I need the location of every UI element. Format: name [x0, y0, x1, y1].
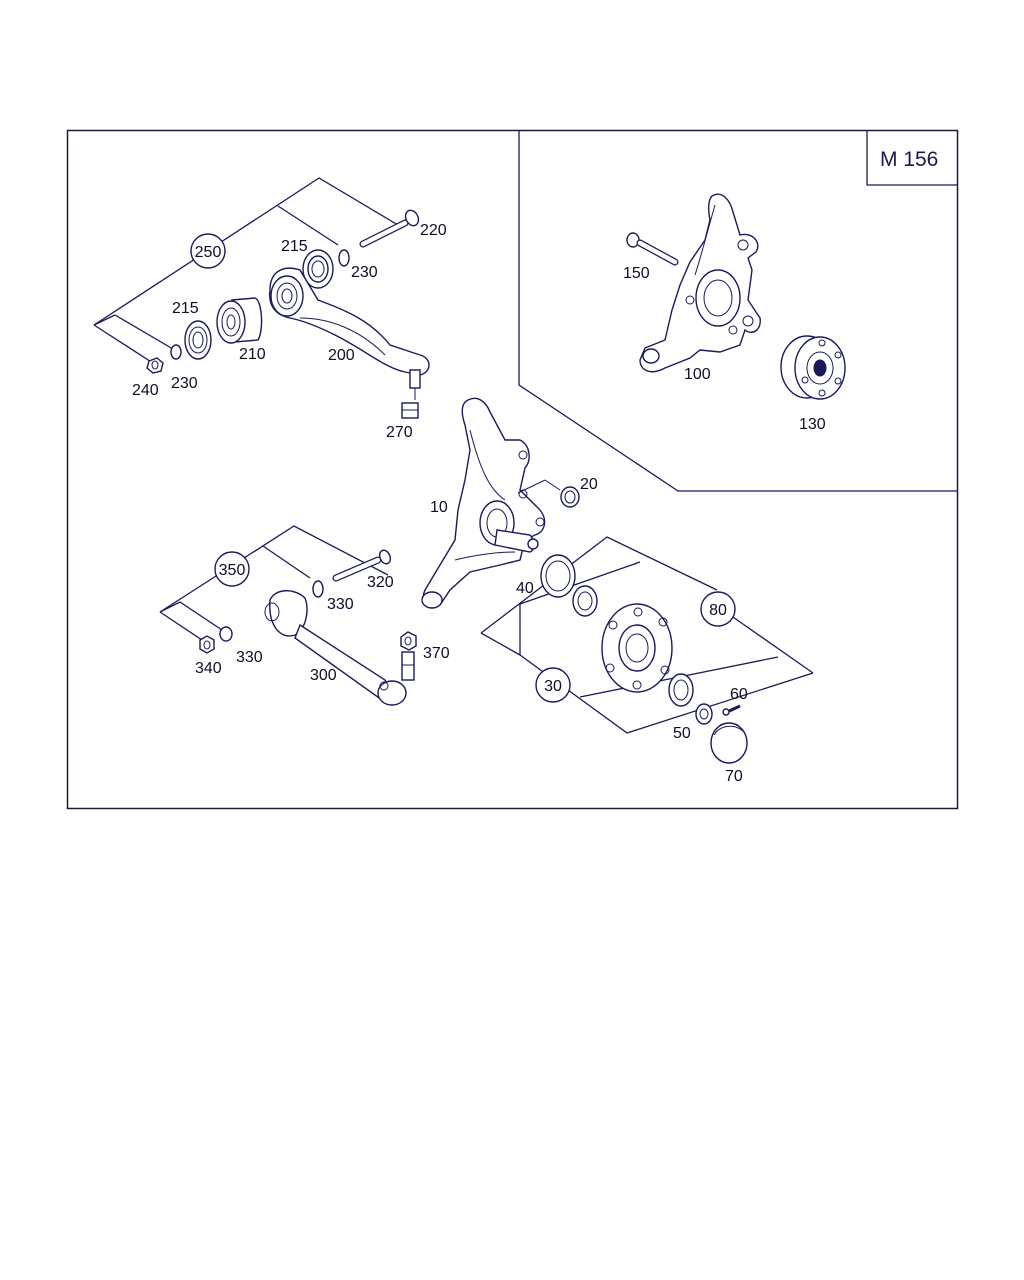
inset-panel-border	[518, 130, 957, 492]
label-330-upper: 330	[327, 596, 354, 613]
ref-circle-350	[214, 551, 250, 587]
nut-50	[695, 703, 713, 725]
label-300: 300	[310, 667, 337, 684]
seal-40	[540, 554, 576, 598]
washer-230-upper	[338, 249, 350, 267]
nut-370	[400, 631, 417, 651]
washer-230-lower	[170, 344, 182, 360]
label-220: 220	[420, 222, 447, 239]
upper-arm-group: 250	[93, 177, 430, 419]
label-215-upper: 215	[281, 238, 308, 255]
label-330-lower: 330	[236, 649, 263, 666]
label-150: 150	[623, 265, 650, 282]
label-230-lower: 230	[171, 375, 198, 392]
label-270: 270	[386, 424, 413, 441]
lower-arm-group: 350	[159, 525, 417, 706]
diagram-code: M 156	[880, 148, 938, 171]
diagram-frame	[66, 129, 959, 810]
bolt-320	[332, 549, 392, 582]
label-40: 40	[516, 580, 534, 597]
bolt-150	[626, 232, 679, 266]
ref-label-350: 350	[219, 562, 246, 579]
bushing-210	[216, 297, 263, 344]
cap-70	[710, 722, 748, 764]
label-130: 130	[799, 416, 826, 433]
label-320: 320	[367, 574, 394, 591]
bearing-inner	[572, 585, 598, 617]
label-50: 50	[673, 725, 691, 742]
part-labels: 220 215 230 215 210 200 240 230 270 10 2…	[132, 222, 826, 785]
ref-circle-250	[190, 233, 226, 269]
bushing-215-upper	[302, 249, 334, 289]
label-210: 210	[239, 346, 266, 363]
label-70: 70	[725, 768, 743, 785]
label-20: 20	[580, 476, 598, 493]
nut-240	[146, 357, 164, 374]
control-arm-300	[264, 590, 415, 706]
label-200: 200	[328, 347, 355, 364]
washer-330-lower	[219, 626, 233, 642]
label-370: 370	[423, 645, 450, 662]
ref-label-30: 30	[544, 678, 562, 695]
label-240: 240	[132, 382, 159, 399]
wheel-hub-130	[780, 335, 846, 400]
label-215-lower: 215	[172, 300, 199, 317]
control-arm-200	[268, 267, 430, 400]
steering-knuckle-10	[421, 397, 546, 609]
sleeve-20	[560, 486, 580, 508]
ref-circle-30	[535, 667, 571, 703]
label-230-upper: 230	[351, 264, 378, 281]
pin-60	[722, 704, 741, 716]
ref-label-250: 250	[195, 244, 222, 261]
nut-340	[199, 635, 215, 654]
bolt-220	[359, 209, 420, 248]
bushing-215-lower	[184, 320, 212, 360]
wheel-hub	[601, 603, 673, 693]
code-box-border	[866, 130, 957, 186]
inset-parts	[626, 193, 846, 400]
ref-label-80: 80	[709, 602, 727, 619]
steering-knuckle-100	[639, 193, 761, 373]
bearing-outer	[668, 673, 694, 707]
nut-270	[401, 402, 419, 419]
label-100: 100	[684, 366, 711, 383]
ref-circle-80	[700, 591, 736, 627]
label-60: 60	[730, 686, 748, 703]
washer-330-upper	[312, 580, 324, 598]
hub-group: 80 30	[480, 536, 814, 764]
label-340: 340	[195, 660, 222, 677]
label-10: 10	[430, 499, 448, 516]
